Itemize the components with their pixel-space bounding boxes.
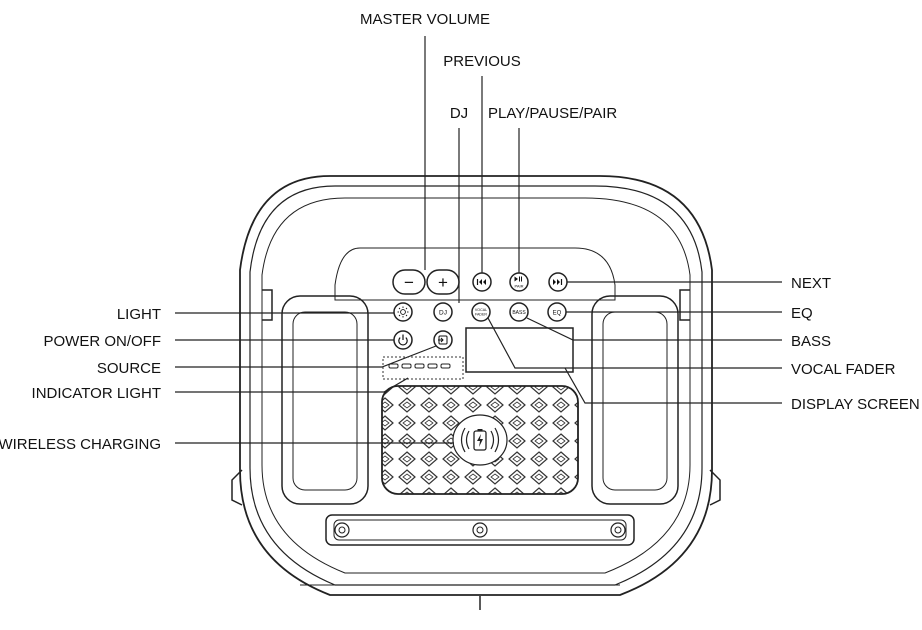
callout-play-pause-pair: PLAY/PAUSE/PAIR	[488, 105, 617, 122]
leader-indicator-light	[175, 377, 409, 393]
callout-previous: PREVIOUS	[443, 53, 521, 70]
indicator-light-strip	[382, 356, 464, 380]
callout-display-screen: DISPLAY SCREEN	[791, 396, 920, 413]
callout-light: LIGHT	[117, 306, 161, 323]
leader-vocal-fader	[487, 317, 782, 369]
light-icon	[397, 306, 409, 318]
previous-button[interactable]	[472, 272, 492, 292]
callout-source: SOURCE	[97, 360, 161, 377]
light-button[interactable]	[393, 302, 413, 322]
left-handle	[281, 295, 369, 505]
plus-icon: +	[438, 273, 448, 292]
bottom-bar	[325, 514, 635, 546]
pair-label: PAIR	[514, 284, 523, 289]
callout-next: NEXT	[791, 275, 831, 292]
speaker-grille	[381, 385, 579, 495]
callout-wireless-charging: WIRELESS CHARGING	[0, 436, 161, 453]
display-screen	[465, 327, 574, 373]
callout-bass: BASS	[791, 333, 831, 350]
vocal-fader-label-line2: FADER	[475, 313, 487, 317]
speaker-body	[231, 175, 721, 610]
next-icon	[553, 279, 563, 285]
dj-button-label: DJ	[439, 310, 447, 317]
volume-up-button[interactable]: +	[426, 269, 460, 295]
eq-button-label: EQ	[553, 311, 562, 317]
power-icon	[398, 334, 408, 346]
callout-dj: DJ	[450, 105, 468, 122]
wireless-charging-icon	[460, 427, 500, 453]
dj-button[interactable]: DJ	[433, 302, 453, 322]
eq-button[interactable]: EQ	[547, 302, 567, 322]
previous-icon	[476, 279, 486, 285]
source-icon	[438, 335, 448, 345]
source-button[interactable]	[433, 330, 453, 350]
next-button[interactable]	[548, 272, 568, 292]
leader-display-screen	[564, 367, 782, 404]
callout-indicator-light: INDICATOR LIGHT	[32, 385, 161, 402]
callout-eq: EQ	[791, 305, 813, 322]
callout-master-volume: MASTER VOLUME	[360, 11, 490, 28]
vocal-fader-label-line1: VOCAL	[475, 308, 487, 312]
play-pause-pair-button[interactable]: PAIR	[509, 272, 529, 292]
callout-vocal-fader: VOCAL FADER	[791, 361, 896, 378]
power-button[interactable]	[393, 330, 413, 350]
bass-button-label: BASS	[512, 310, 526, 316]
minus-icon: −	[404, 273, 414, 292]
bass-button[interactable]: BASS	[509, 302, 529, 322]
callout-power-on-off: POWER ON/OFF	[44, 333, 162, 350]
volume-down-button[interactable]: −	[392, 269, 426, 295]
play-pause-icon	[514, 276, 522, 282]
vocal-fader-button[interactable]: VOCAL FADER	[471, 302, 491, 322]
leader-source	[175, 345, 437, 368]
battery-icon	[473, 429, 487, 451]
right-handle	[591, 295, 679, 505]
leader-bass	[526, 317, 782, 341]
